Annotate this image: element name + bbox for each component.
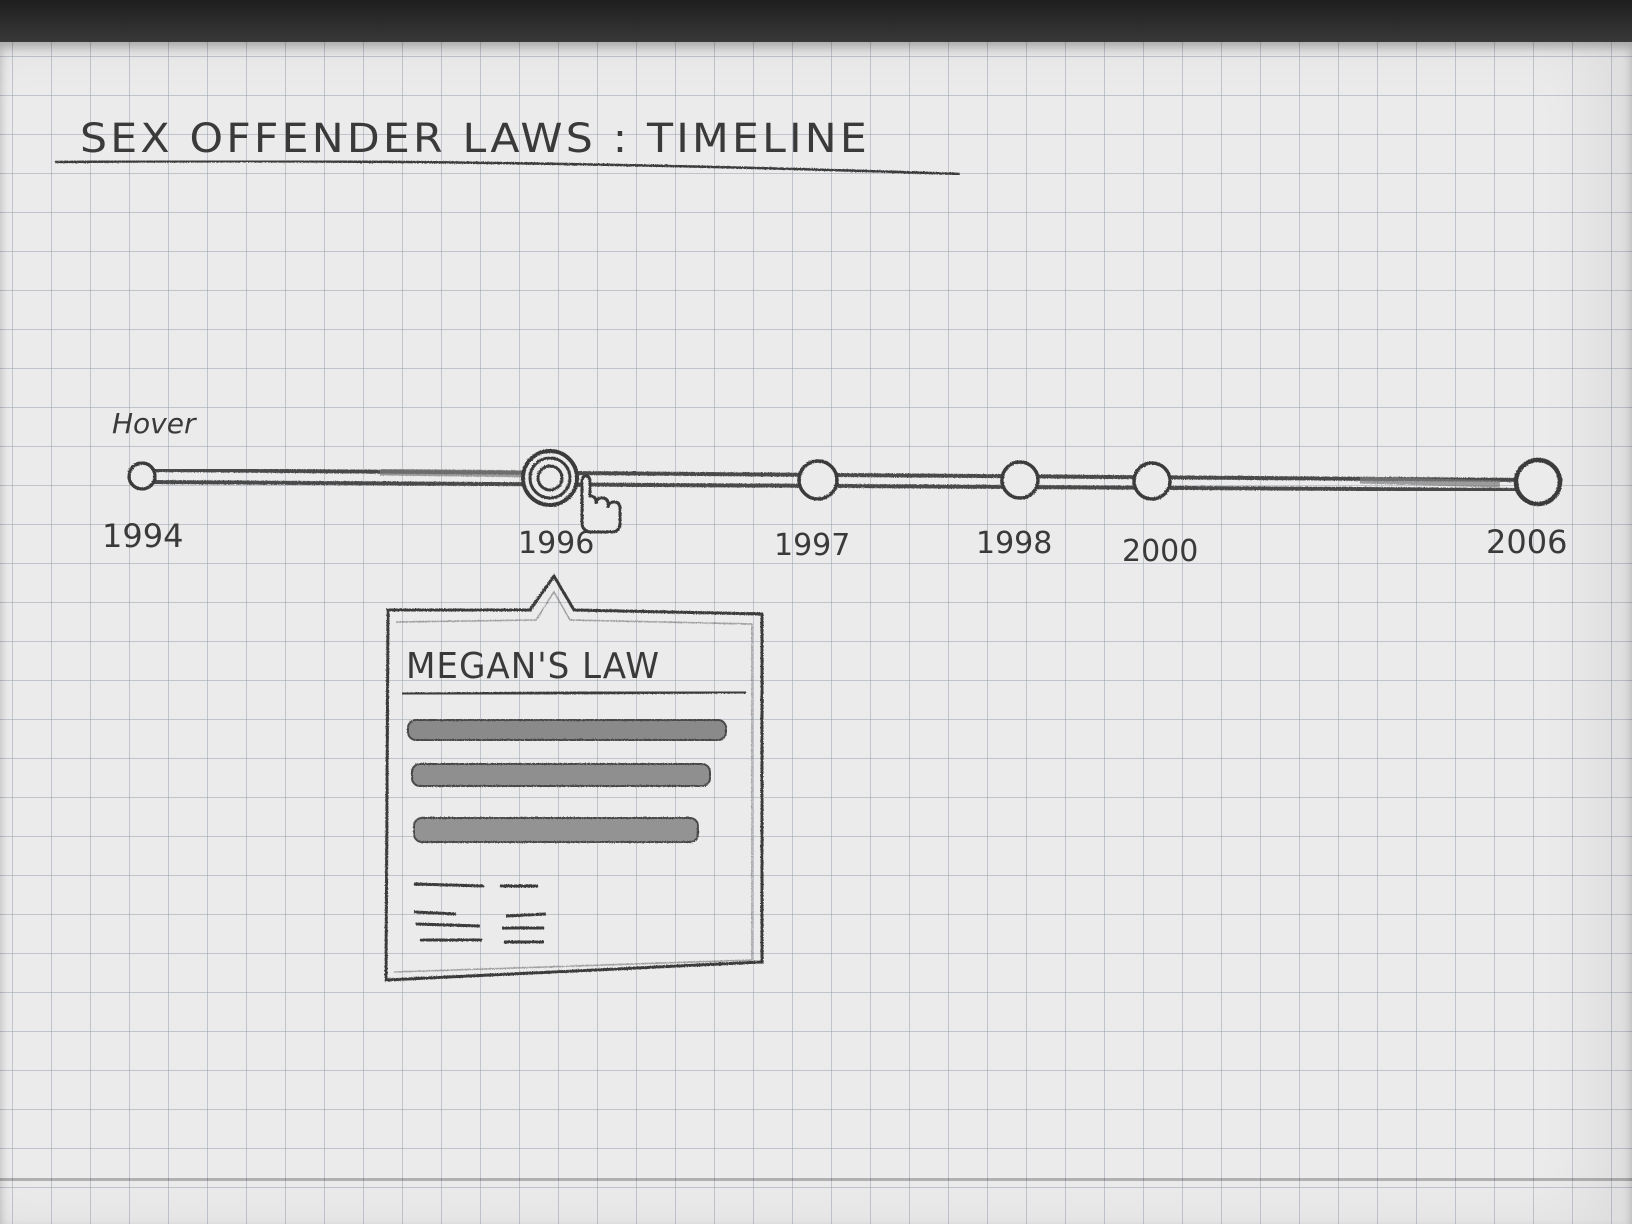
timeline-node-2000[interactable]: [1132, 461, 1172, 501]
paper-edge: [0, 1178, 1632, 1181]
year-label-2000: 2000: [1122, 534, 1198, 569]
tooltip-outline: [384, 573, 764, 982]
placeholder-text-bar: [413, 817, 699, 843]
page-title: SEX OFFENDER LAWS : TIMELINE: [80, 116, 870, 162]
tooltip-divider: [401, 690, 747, 696]
year-labels: 1994 1996 1997 1998 2000 2006: [102, 517, 1567, 569]
timeline-node-2006[interactable]: [1513, 457, 1563, 507]
hover-annotation: Hover: [112, 407, 197, 440]
placeholder-text-bar: [411, 763, 711, 787]
hand-pointer-icon: [580, 474, 622, 534]
timeline-node-1997[interactable]: [797, 459, 839, 501]
year-label-1997: 1997: [774, 528, 850, 563]
tooltip-title: MEGAN'S LAW: [406, 646, 660, 687]
timeline-node-1996[interactable]: [521, 449, 579, 507]
grid-paper: [0, 42, 1632, 1224]
title-underline: [54, 159, 961, 176]
year-label-1996: 1996: [518, 526, 594, 561]
placeholder-text-bar: [407, 719, 727, 741]
timeline-node-1994[interactable]: [127, 461, 157, 491]
year-label-1994: 1994: [102, 517, 183, 555]
tooltip-card: MEGAN'S LAW: [384, 573, 764, 982]
page-title-group: SEX OFFENDER LAWS : TIMELINE: [54, 116, 961, 176]
year-label-2006: 2006: [1486, 523, 1567, 561]
placeholder-detail-lines: [413, 882, 547, 944]
notebook-cover: [0, 0, 1632, 46]
year-label-1998: 1998: [976, 526, 1052, 561]
timeline-node-1998[interactable]: [1000, 460, 1040, 500]
